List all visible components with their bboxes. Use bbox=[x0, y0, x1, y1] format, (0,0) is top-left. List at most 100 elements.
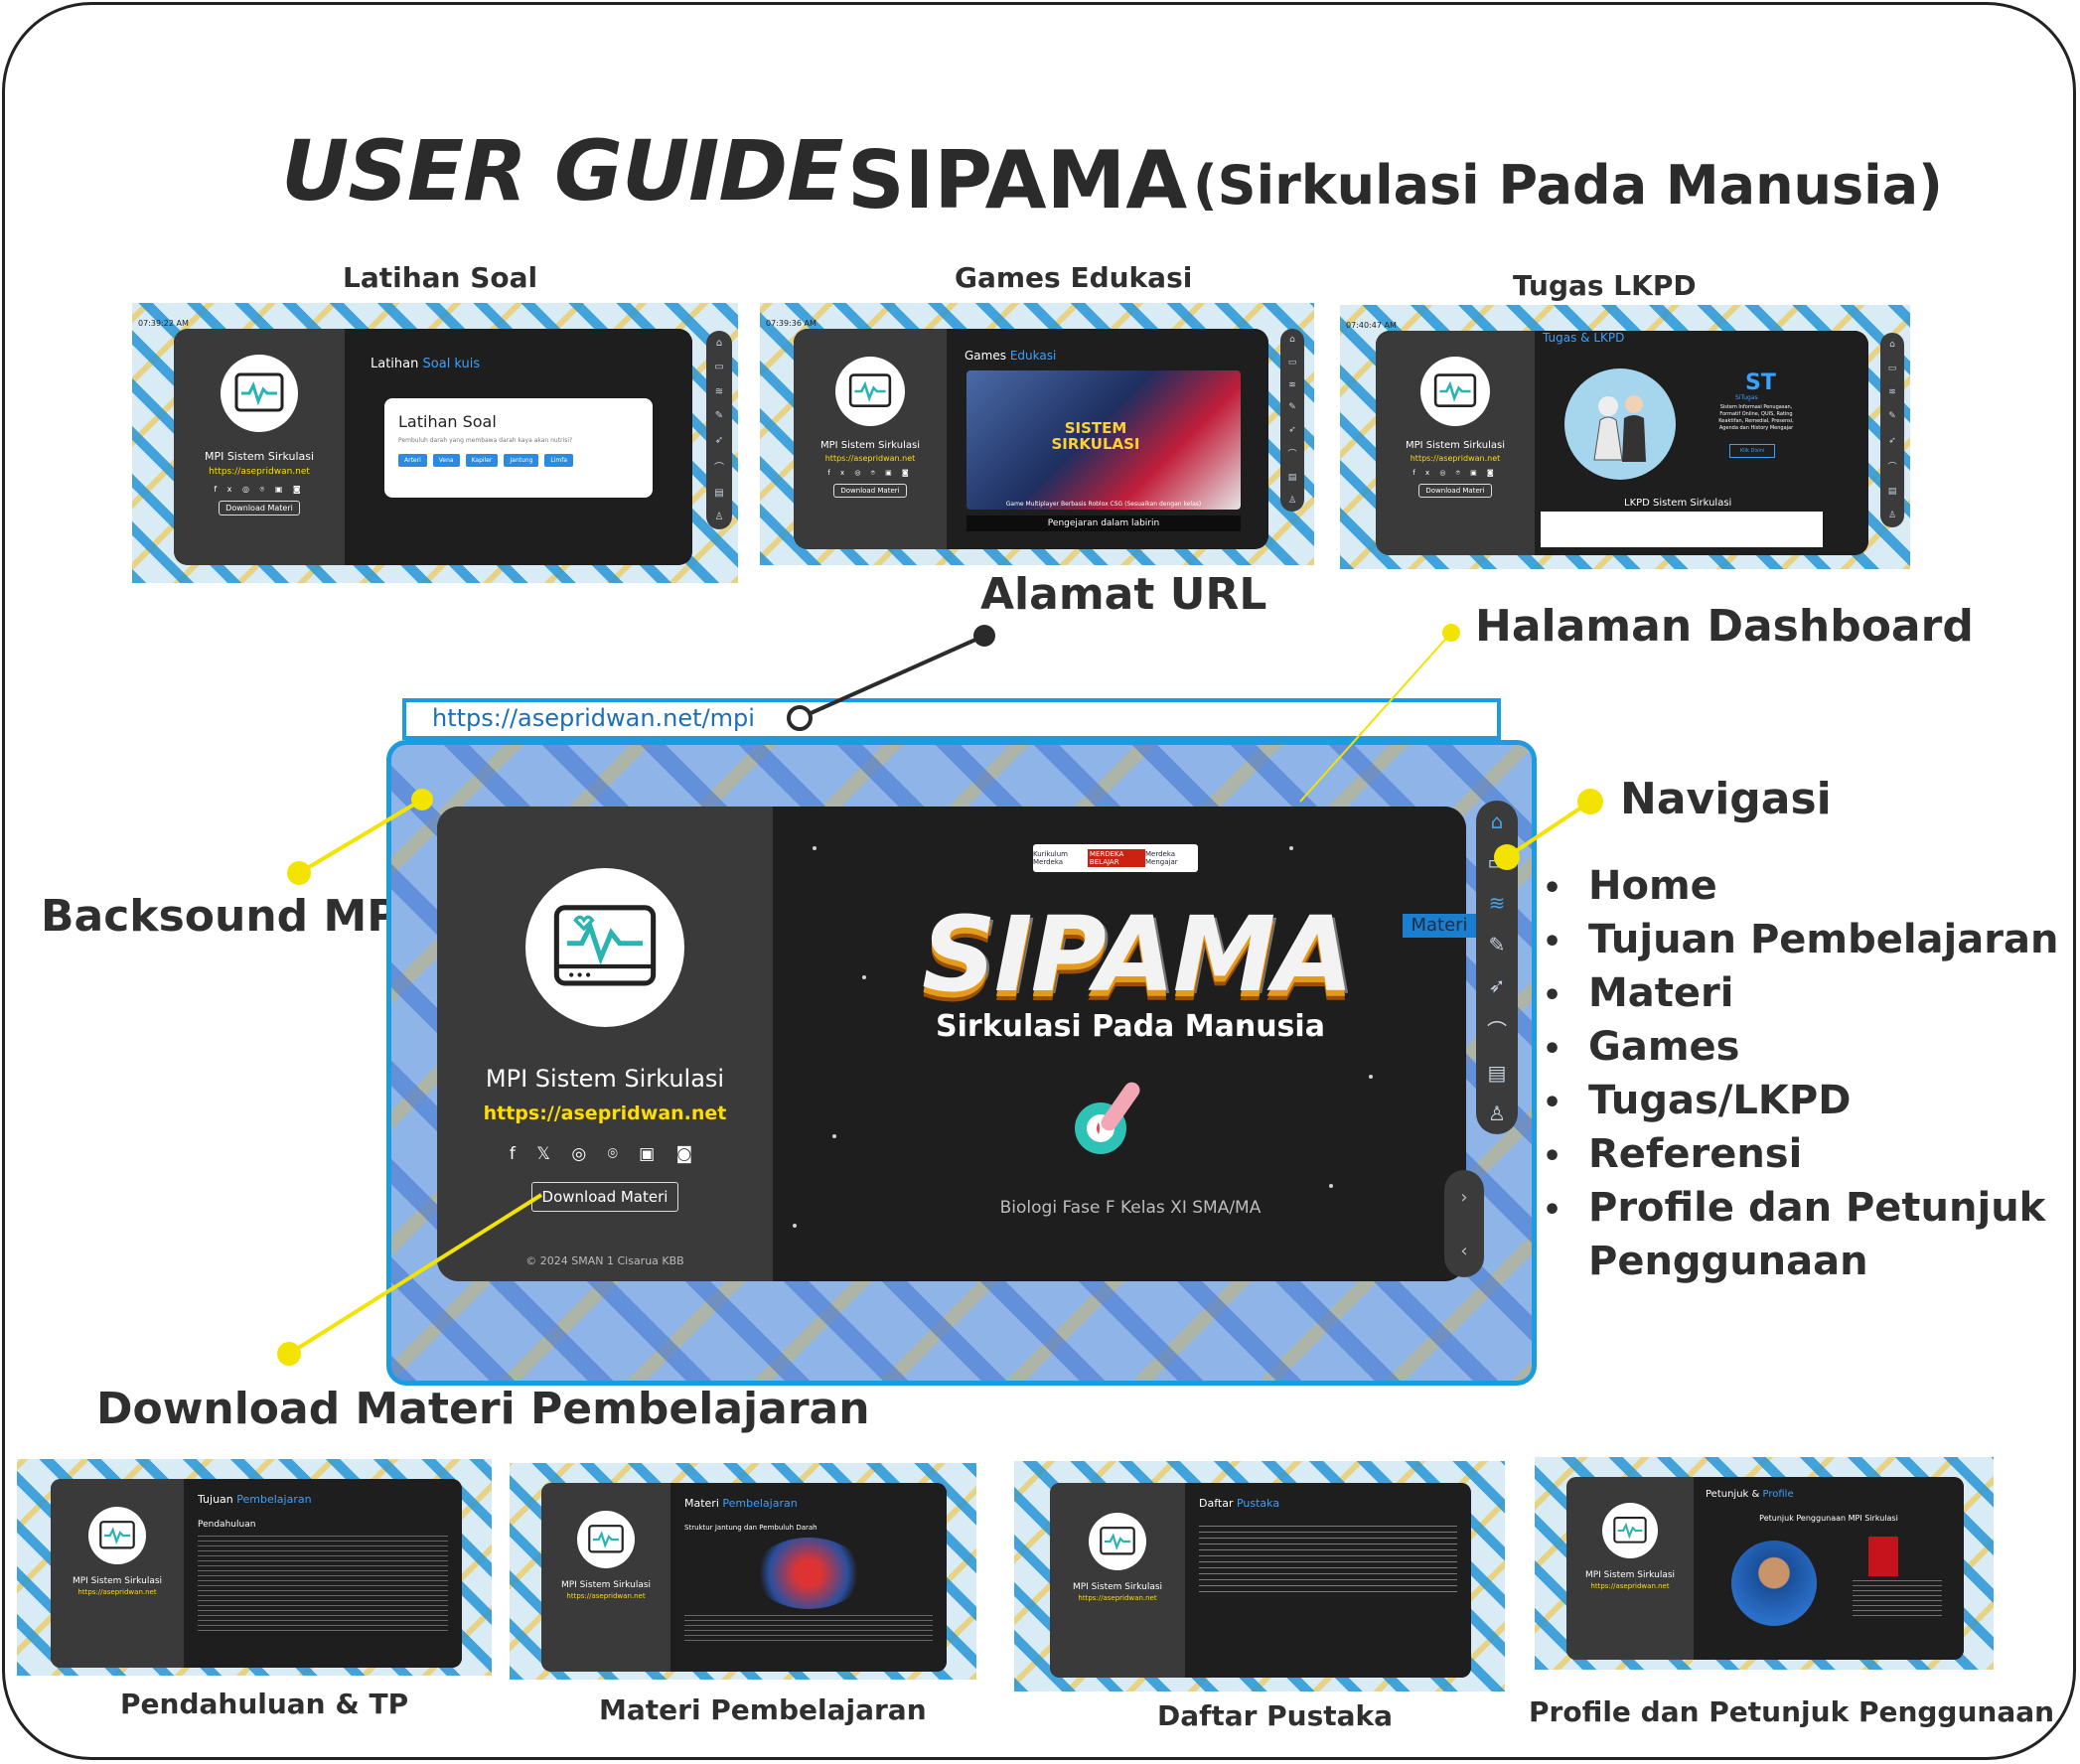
game-caption: Game Multiplayer Berbasis Roblox CSG (Se… bbox=[1005, 501, 1202, 508]
user-icon[interactable]: ♙ bbox=[1287, 495, 1297, 506]
option-button[interactable]: Vena bbox=[432, 454, 460, 467]
abc-icon[interactable]: ✎ bbox=[1288, 402, 1296, 413]
screenshot-daftar-pustaka[interactable]: MPI Sistem Sirkulasi https://asepridwan.… bbox=[1014, 1461, 1505, 1691]
site-link[interactable]: https://asepridwan.net bbox=[209, 467, 310, 477]
screenshot-profile[interactable]: MPI Sistem Sirkulasi https://asepridwan.… bbox=[1535, 1457, 1994, 1670]
user-icon[interactable]: ♙ bbox=[1887, 510, 1897, 520]
heart-monitor-icon bbox=[1420, 357, 1490, 426]
tooltip-materi: Materi bbox=[1403, 914, 1476, 938]
download-button[interactable]: Download Materi bbox=[833, 484, 907, 498]
nav-item-games: •Games bbox=[1543, 1024, 1740, 1070]
layers-icon[interactable]: ≋ bbox=[714, 385, 724, 397]
click-here-button[interactable]: Klik Disini bbox=[1729, 444, 1776, 458]
url-bar[interactable]: https://asepridwan.net/mpi bbox=[402, 698, 1501, 740]
layers-icon[interactable]: ≋ bbox=[1888, 387, 1896, 398]
nav-item-tujuan: •Tujuan Pembelajaran bbox=[1543, 917, 2059, 962]
app-name: MPI Sistem Sirkulasi bbox=[485, 1065, 725, 1093]
site-link[interactable]: https://asepridwan.net bbox=[77, 1588, 157, 1596]
option-button[interactable]: Arteri bbox=[398, 454, 427, 467]
screenshot-pendahuluan[interactable]: MPI Sistem Sirkulasi https://asepridwan.… bbox=[17, 1459, 492, 1676]
game-banner[interactable]: SISTEM SIRKULASI Game Multiplayer Berbas… bbox=[966, 370, 1241, 510]
home-icon[interactable]: ⌂ bbox=[1490, 808, 1504, 833]
caption-latihan-soal: Latihan Soal bbox=[343, 261, 538, 294]
site-link[interactable]: https://asepridwan.net bbox=[483, 1102, 727, 1124]
download-button[interactable]: Download Materi bbox=[1418, 484, 1492, 498]
screenshot-latihan-soal[interactable]: 07:39:22 AM MPI Sistem Sirkulasi https:/… bbox=[132, 303, 738, 583]
graduation-icon[interactable]: ⌒ bbox=[1487, 1018, 1507, 1043]
screenshot-games[interactable]: 07:39:36 AM MPI Sistem Sirkulasi https:/… bbox=[760, 303, 1314, 565]
download-materi-button[interactable]: Download Materi bbox=[530, 1182, 679, 1212]
home-icon[interactable]: ⌂ bbox=[715, 337, 723, 349]
section-title: Struktur Jantung dan Pembuluh Darah bbox=[684, 1524, 817, 1532]
option-button[interactable]: Limfa bbox=[544, 454, 574, 467]
user-icon[interactable]: ♙ bbox=[714, 512, 724, 523]
option-button[interactable]: Jantung bbox=[504, 454, 539, 467]
graduation-icon[interactable]: ⌒ bbox=[714, 463, 724, 475]
option-button[interactable]: Kapiler bbox=[465, 454, 499, 467]
rocket-icon[interactable]: ➶ bbox=[1488, 973, 1506, 998]
profile-text-lines bbox=[1853, 1580, 1942, 1616]
book-icon[interactable]: ▤ bbox=[714, 487, 724, 499]
nav-item-materi: •Materi bbox=[1543, 970, 1734, 1016]
heading: Tugas & LKPD bbox=[1543, 331, 1625, 345]
heart-image bbox=[754, 1538, 863, 1609]
quiz-options: Arteri Vena Kapiler Jantung Limfa bbox=[398, 454, 639, 467]
rocket-icon[interactable]: ➶ bbox=[714, 434, 724, 446]
layers-icon[interactable]: ≋ bbox=[1288, 379, 1296, 390]
abc-icon[interactable]: ✎ bbox=[1488, 932, 1506, 956]
heart-monitor-icon bbox=[88, 1507, 146, 1564]
heading-highlight: Pembelajaran bbox=[236, 1493, 312, 1506]
goal-icon[interactable]: ▭ bbox=[1887, 364, 1897, 374]
site-link[interactable]: https://asepridwan.net bbox=[566, 1592, 646, 1600]
home-icon[interactable]: ⌂ bbox=[1289, 335, 1295, 346]
label-dashboard: Halaman Dashboard bbox=[1475, 601, 1974, 652]
screenshot-materi[interactable]: MPI Sistem Sirkulasi https://asepridwan.… bbox=[510, 1463, 976, 1680]
screenshot-tugas[interactable]: 07:40:47 AM MPI Sistem Sirkulasi https:/… bbox=[1340, 305, 1910, 569]
heading: Daftar bbox=[1199, 1497, 1234, 1510]
user-icon[interactable]: ♙ bbox=[1488, 1102, 1506, 1126]
social-icons[interactable]: f x ◎ ⌾ ▣ ◙ bbox=[214, 485, 305, 494]
goal-icon[interactable]: ▭ bbox=[1287, 357, 1297, 368]
chevron-right-icon[interactable]: › bbox=[1460, 1186, 1468, 1208]
rocket-icon[interactable]: ➶ bbox=[1288, 424, 1296, 435]
book-icon[interactable]: ▤ bbox=[1487, 1060, 1507, 1085]
social-icons[interactable]: f x ◎ ⌾ ▣ ◙ bbox=[827, 469, 913, 477]
site-link[interactable]: https://asepridwan.net bbox=[1590, 1582, 1670, 1590]
layers-icon[interactable]: ≋ bbox=[1488, 891, 1506, 916]
lkpd-frame[interactable] bbox=[1541, 512, 1823, 547]
heading: Materi bbox=[684, 1497, 719, 1510]
site-link[interactable]: https://asepridwan.net bbox=[1078, 1594, 1157, 1602]
heart-monitor-icon bbox=[1089, 1513, 1146, 1570]
book-icon[interactable]: ▤ bbox=[1287, 473, 1297, 484]
app-name: MPI Sistem Sirkulasi bbox=[819, 440, 921, 451]
abc-icon[interactable]: ✎ bbox=[714, 410, 724, 422]
book-icon[interactable]: ▤ bbox=[1887, 486, 1897, 497]
game-title: SISTEM SIRKULASI bbox=[1051, 419, 1140, 453]
nav-text: Penggunaan bbox=[1588, 1239, 1868, 1284]
chevron-left-icon[interactable]: ‹ bbox=[1460, 1240, 1468, 1261]
lkpd-caption: LKPD Sistem Sirkulasi bbox=[1624, 498, 1732, 509]
site-link[interactable]: https://asepridwan.net bbox=[1410, 454, 1501, 463]
rocket-icon[interactable]: ➶ bbox=[1888, 435, 1896, 446]
download-button[interactable]: Download Materi bbox=[219, 501, 300, 515]
site-link[interactable]: https://asepridwan.net bbox=[824, 454, 916, 463]
nav-text: Materi bbox=[1588, 970, 1734, 1016]
abc-icon[interactable]: ✎ bbox=[1888, 411, 1896, 422]
label-download: Download Materi Pembelajaran bbox=[96, 1384, 870, 1434]
goal-icon[interactable]: ▭ bbox=[714, 362, 724, 373]
graduation-icon[interactable]: ⌒ bbox=[1287, 450, 1297, 461]
heart-monitor-icon bbox=[577, 1511, 635, 1568]
caption-tugas: Tugas LKPD bbox=[1513, 269, 1697, 302]
nav-text: Games bbox=[1588, 1024, 1740, 1070]
label-navigasi: Navigasi bbox=[1620, 774, 1832, 824]
brand-name: SiTugas bbox=[1735, 394, 1758, 401]
graduation-icon[interactable]: ⌒ bbox=[1887, 462, 1897, 473]
heading-highlight: Pustaka bbox=[1236, 1497, 1280, 1510]
dashboard-frame[interactable]: MPI Sistem Sirkulasi https://asepridwan.… bbox=[386, 740, 1537, 1386]
home-icon[interactable]: ⌂ bbox=[1889, 340, 1895, 351]
reference-list bbox=[1199, 1526, 1457, 1593]
social-icons[interactable]: f x ◎ ⌾ ▣ ◙ bbox=[1412, 469, 1498, 477]
social-icons[interactable]: f 𝕏 ◎ ⌾ ▣ ◙ bbox=[509, 1144, 701, 1164]
quiz-title: Latihan Soal bbox=[398, 412, 497, 431]
